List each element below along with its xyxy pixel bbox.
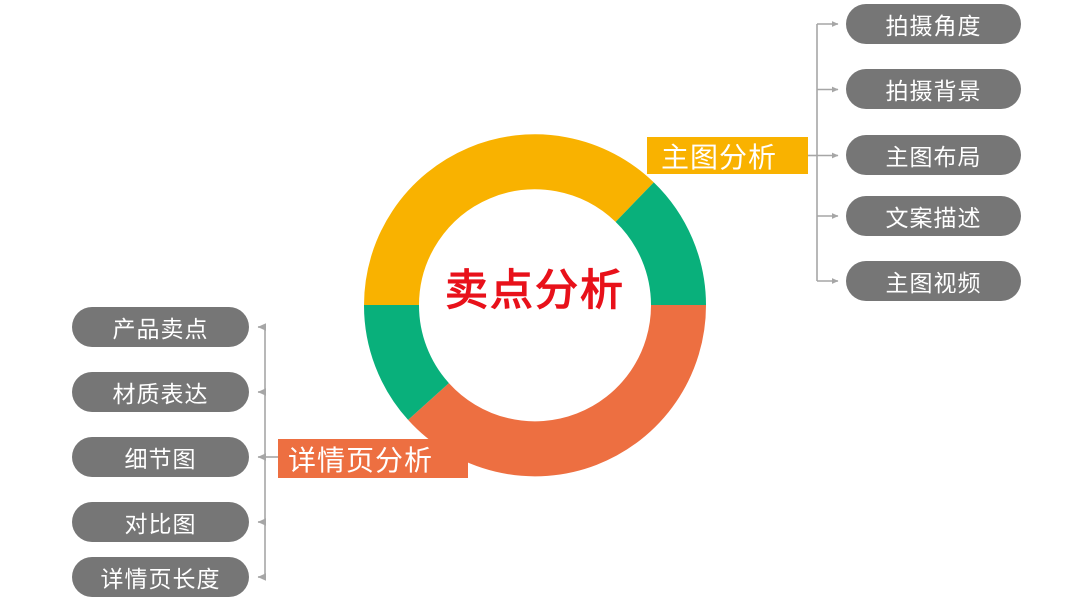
pill-main-1[interactable]: 拍摄角度 — [846, 4, 1021, 44]
pill-detail-1[interactable]: 产品卖点 — [72, 307, 249, 347]
center-title: 卖点分析 — [445, 267, 625, 315]
pill-main-4-label: 文案描述 — [885, 205, 982, 231]
pill-detail-5[interactable]: 详情页长度 — [72, 557, 249, 597]
pill-detail-4[interactable]: 对比图 — [72, 502, 249, 542]
pill-main-2-label: 拍摄背景 — [885, 78, 982, 104]
pill-main-5[interactable]: 主图视频 — [846, 261, 1021, 301]
pill-detail-3-label: 细节图 — [124, 446, 197, 472]
banner-main-analysis[interactable]: 主图分析 — [647, 137, 808, 174]
banner-detail-analysis[interactable]: 详情页分析 — [278, 439, 468, 478]
banner-main-analysis-label: 主图分析 — [661, 141, 778, 173]
pill-main-5-label: 主图视频 — [885, 270, 982, 296]
banner-detail-analysis-label: 详情页分析 — [288, 444, 434, 476]
ring-segment-lower-left — [363, 304, 450, 420]
pill-main-2[interactable]: 拍摄背景 — [846, 69, 1021, 109]
pill-detail-3[interactable]: 细节图 — [72, 437, 249, 477]
pill-detail-4-label: 对比图 — [124, 511, 197, 537]
pill-detail-1-label: 产品卖点 — [112, 316, 209, 342]
pill-main-3-label: 主图布局 — [885, 144, 982, 170]
pill-detail-2-label: 材质表达 — [112, 381, 209, 407]
pill-detail-2[interactable]: 材质表达 — [72, 372, 249, 412]
ring-segment-detail — [408, 304, 707, 477]
pill-detail-5-label: 详情页长度 — [100, 566, 221, 592]
pill-main-1-label: 拍摄角度 — [885, 13, 982, 39]
pill-main-3[interactable]: 主图布局 — [846, 135, 1021, 175]
pill-main-4[interactable]: 文案描述 — [846, 196, 1021, 236]
